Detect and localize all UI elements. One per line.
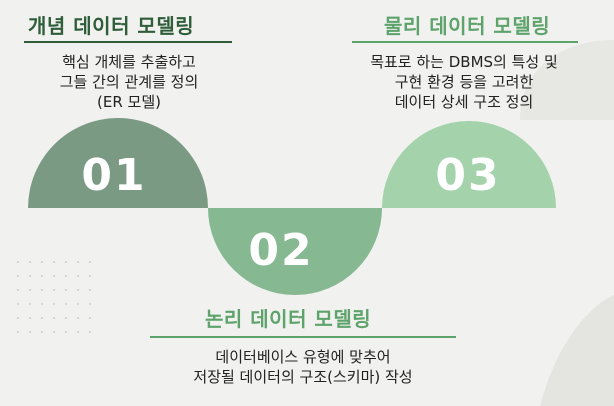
stage-01-underline: [24, 41, 232, 43]
stage-03-desc-line: 목표로 하는 DBMS의 특성 및: [370, 53, 558, 71]
stage-02-desc-line: 저장될 데이터의 구조(스키마) 작성: [193, 368, 413, 386]
stage-03-underline: [352, 41, 578, 43]
stage-02-underline: [150, 336, 456, 338]
stage-02-number: 02: [248, 225, 314, 276]
stage-02-description: 데이터베이스 유형에 맞추어 저장될 데이터의 구조(스키마) 작성: [130, 347, 476, 387]
stage-01-shape: [28, 118, 208, 208]
stage-01-desc-line: 그들 간의 관계를 정의: [59, 73, 199, 91]
stage-01-title: 개념 데이터 모델링: [28, 14, 195, 38]
stage-03-desc-line: 구현 환경 등을 고려한: [394, 73, 534, 91]
stage-03-desc-line: 데이터 상세 구조 정의: [394, 93, 534, 111]
stage-01-number: 01: [81, 150, 147, 201]
stage-01-desc-line: (ER 모델): [97, 93, 161, 111]
stage-02-shape: [208, 208, 382, 295]
stage-01-description: 핵심 개체를 추출하고 그들 간의 관계를 정의 (ER 모델): [22, 52, 236, 112]
stage-01-desc-line: 핵심 개체를 추출하고: [62, 53, 196, 71]
stage-02-title: 논리 데이터 모델링: [205, 307, 372, 331]
stage-03-number: 03: [435, 150, 501, 201]
stage-02-desc-line: 데이터베이스 유형에 맞추어: [215, 348, 391, 366]
dot-grid: [16, 260, 92, 334]
stage-03-title: 물리 데이터 모델링: [384, 14, 551, 38]
stage-03-shape: [382, 121, 556, 208]
stage-03-description: 목표로 하는 DBMS의 특성 및 구현 환경 등을 고려한 데이터 상세 구조…: [346, 52, 582, 112]
